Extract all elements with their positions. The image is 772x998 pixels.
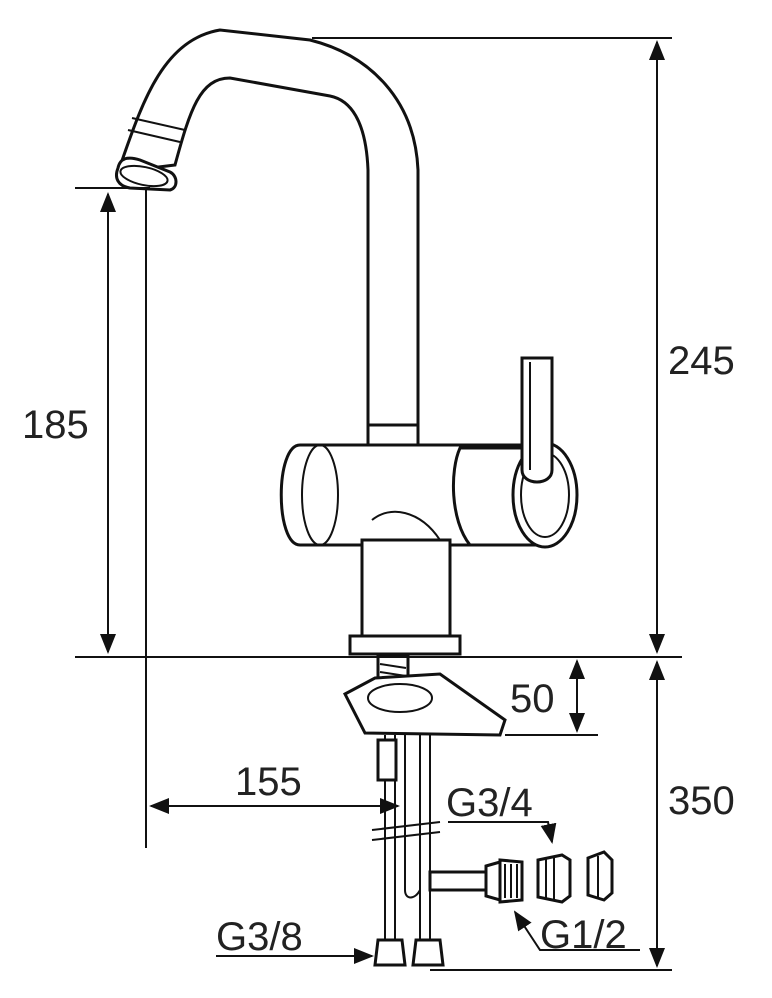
dimension-350-label: 350 (668, 779, 735, 823)
dimension-245-label: 245 (668, 339, 735, 383)
faucet-body (279, 356, 579, 656)
faucet-spout (115, 28, 420, 432)
dimension-350: 350 (649, 660, 735, 968)
dimension-50: 50 (510, 659, 585, 733)
callout-g3-4-label: G3/4 (446, 781, 533, 825)
callout-g1-2: G1/2 (513, 910, 640, 957)
dimension-155-label: 155 (235, 760, 302, 804)
dimension-245: 245 (649, 40, 735, 654)
callout-g1-2-label: G1/2 (540, 913, 627, 957)
dimension-185: 185 (22, 192, 116, 654)
callout-g3-8-label: G3/8 (216, 915, 303, 959)
dimension-185-label: 185 (22, 403, 89, 447)
dimension-155: 155 (149, 760, 400, 814)
callout-g3-4: G3/4 (446, 781, 557, 844)
extension-lines (75, 37, 682, 971)
mounting-hardware (342, 654, 614, 967)
dimension-50-label: 50 (510, 677, 555, 721)
callout-g3-8: G3/8 (216, 915, 374, 964)
